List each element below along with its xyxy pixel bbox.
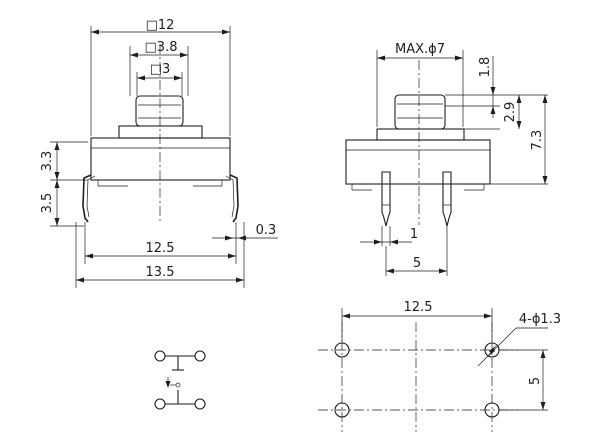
- switch-body: [90, 137, 231, 181]
- dim-hole-pitch-y: 5: [528, 377, 543, 385]
- dim-height-lower: 3.5: [40, 193, 55, 214]
- actuator-button: [135, 95, 184, 127]
- mount-hole: [484, 342, 500, 358]
- dim-max-diameter: MAX.ϕ7: [395, 42, 445, 57]
- dim-total-height: 7.3: [530, 130, 545, 151]
- terminal: [194, 398, 206, 410]
- dim-pitch: 12.5: [146, 241, 175, 256]
- mount-hole: [334, 402, 350, 418]
- dim-lead-pitch: 5: [413, 256, 421, 271]
- dim-hole-pitch-x: 12.5: [404, 300, 433, 315]
- mount-hole: [334, 342, 350, 358]
- side-cover-plate: [376, 128, 465, 141]
- side-body: [345, 139, 491, 185]
- dim-hole-spec: 4-ϕ1.3: [519, 312, 561, 327]
- dim-overall-width: 13.5: [146, 265, 175, 280]
- dim-body-square: □12: [146, 18, 175, 33]
- cover-plate: [118, 125, 203, 139]
- dim-lead-thickness: 0.3: [256, 223, 277, 238]
- dim-actuator-square: □3: [150, 62, 171, 77]
- side-left-lead: [381, 171, 391, 227]
- pcb-footprint: 12.5 4-ϕ1.3 5: [318, 300, 561, 432]
- right-lead: [229, 174, 239, 223]
- left-lead: [82, 174, 92, 223]
- dim-travel: 1.8: [478, 57, 493, 78]
- mount-hole: [484, 402, 500, 418]
- side-view: MAX.ϕ7 1.8 2.9 7.3 1 5: [345, 42, 548, 276]
- terminal: [194, 350, 206, 362]
- dim-height-upper: 3.3: [40, 151, 55, 172]
- terminal: [154, 398, 166, 410]
- side-actuator: [394, 94, 446, 130]
- side-right-lead: [442, 171, 452, 227]
- dim-stem-height: 2.9: [503, 102, 518, 123]
- terminal: [154, 350, 166, 362]
- dim-cap-square: □3.8: [145, 40, 178, 55]
- dim-lead-width: 1: [410, 227, 418, 242]
- front-view: □12 □3.8 □3 3.3 3.5 12.5: [40, 18, 278, 288]
- schematic-symbol: [154, 350, 206, 410]
